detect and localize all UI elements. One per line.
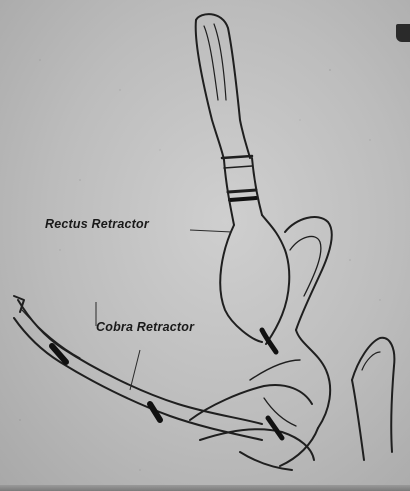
- rectus-retractor-drawing: [196, 14, 290, 352]
- leader-lines: [96, 230, 232, 390]
- cobra-retractor-label: Cobra Retractor: [96, 320, 194, 334]
- pelvis-outline: [190, 217, 332, 470]
- bottom-edge: [0, 485, 410, 491]
- corner-mark: [396, 24, 410, 42]
- cobra-retractor-drawing: [14, 296, 282, 440]
- rectus-retractor-label: Rectus Retractor: [45, 217, 149, 231]
- right-bone-fragment: [352, 338, 394, 460]
